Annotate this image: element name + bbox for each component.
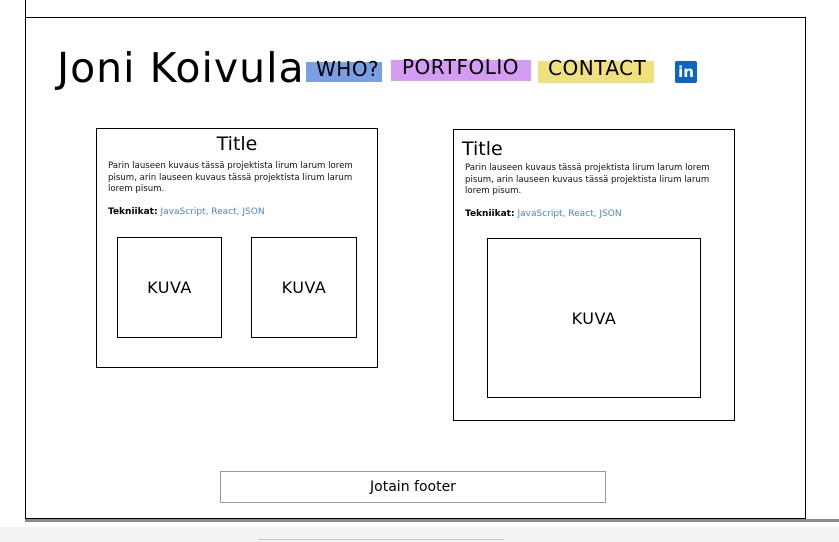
project-image-placeholder[interactable]: KUVA: [251, 237, 357, 338]
nav-contact-highlight: [538, 61, 654, 83]
tech-label: Tekniikat:: [465, 209, 515, 219]
footer-text: Jotain footer: [370, 479, 456, 495]
project-title: Title: [216, 133, 258, 155]
project-description: Parin lauseen kuvaus tässä projektista l…: [108, 161, 353, 194]
nav-link-portfolio[interactable]: PORTFOLIO: [402, 55, 519, 79]
tech-values: JavaScript, React, JSON: [160, 207, 265, 217]
project-tech: Tekniikat: JavaScript, React, JSON: [465, 208, 622, 220]
linkedin-icon[interactable]: in: [675, 61, 697, 83]
image-placeholder-label: KUVA: [571, 308, 617, 328]
image-placeholder-label: KUVA: [147, 278, 192, 297]
nav-who-highlight: [306, 62, 382, 82]
image-placeholder-label: KUVA: [281, 278, 327, 297]
project-description: Parin lauseen kuvaus tässä projektista l…: [465, 163, 710, 196]
project-card-1: Title Parin lauseen kuvaus tässä projekt…: [96, 128, 378, 368]
nav-link-who[interactable]: WHO?: [316, 57, 380, 81]
project-tech: Tekniikat: JavaScript, React, JSON: [108, 206, 265, 218]
bottom-strip: [0, 527, 839, 542]
tech-values: JavaScript, React, JSON: [517, 209, 622, 219]
nav-link-contact[interactable]: CONTACT: [548, 56, 647, 80]
nav-portfolio-highlight: [391, 60, 531, 81]
tech-label: Tekniikat:: [108, 207, 158, 217]
site-title: Joni Koivula: [57, 44, 305, 92]
project-image-placeholder[interactable]: KUVA: [117, 237, 222, 338]
project-card-2: Title Parin lauseen kuvaus tässä projekt…: [453, 129, 735, 421]
project-title: Title: [462, 138, 503, 160]
frame-edge-line: [25, 0, 26, 17]
bottom-strip-divider: [258, 539, 504, 540]
frame-bottom-edge: [25, 519, 839, 522]
project-image-placeholder[interactable]: KUVA: [487, 238, 701, 398]
footer: Jotain footer: [220, 471, 606, 503]
